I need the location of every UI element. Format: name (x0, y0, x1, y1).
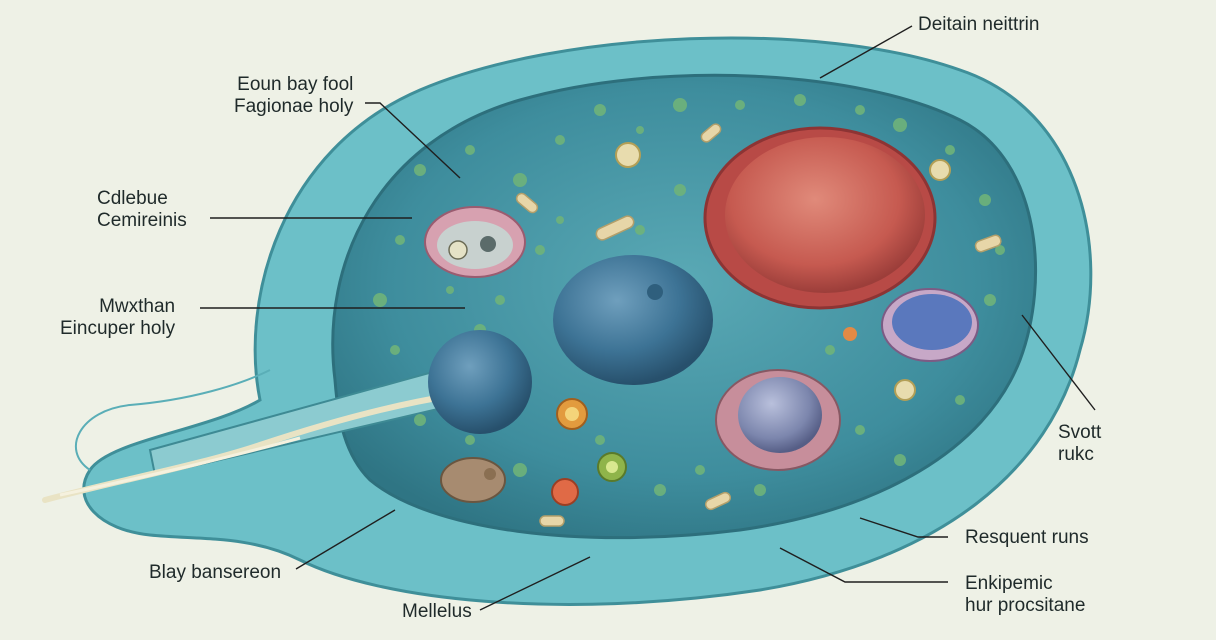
label-line: Deitain neittrin (918, 14, 1040, 35)
brown-organelle (440, 457, 506, 503)
label-line: Eoun bay fool (237, 74, 354, 95)
label-line: Cemireinis (97, 210, 187, 231)
label-line: Eincuper holy (60, 318, 176, 339)
leader-line-upper-left (365, 102, 461, 179)
label-bottom-center: Mellelus (402, 601, 472, 623)
label-line: Mellelus (402, 601, 472, 622)
label-line: Blay bansereon (149, 562, 282, 583)
cytoplasm-granules (373, 94, 1005, 496)
ringed-organelle (715, 369, 841, 471)
leader-line-bottom-center (479, 556, 591, 611)
label-line: Fagionae holy (234, 96, 354, 117)
label-line: hur procsitane (965, 595, 1086, 616)
leader-line-bottom-left (295, 509, 396, 570)
ring-granules (551, 142, 951, 506)
leader-line-right-mid (1021, 314, 1096, 411)
label-bottom-right-1: Resquent runs (965, 527, 1089, 549)
contractile-vacuole (428, 330, 532, 434)
label-left-2: Mwxthan Eincuper holy (60, 296, 175, 340)
blue-lobed-organelle (881, 288, 979, 362)
label-upper-left: Eoun bay fool Fagionae holy (234, 74, 353, 118)
label-right-mid: Svott rukc (1058, 422, 1101, 466)
label-line: Cdlebue (97, 188, 168, 209)
nucleus (703, 126, 937, 310)
label-line: Enkipemic (965, 573, 1053, 594)
label-bottom-left: Blay bansereon (149, 562, 281, 584)
rod-granules (515, 123, 1002, 527)
label-line: Resquent runs (965, 527, 1089, 548)
label-line: Mwxthan (99, 296, 176, 317)
leader-line-bottom-right-2 (779, 547, 948, 583)
leader-lines (200, 25, 1096, 611)
leader-line-top-right (819, 25, 913, 79)
leader-line-bottom-right-1 (859, 517, 948, 538)
label-bottom-right-2: Enkipemic hur procsitane (965, 573, 1085, 617)
label-line: rukc (1058, 444, 1094, 465)
label-line: Svott (1058, 422, 1102, 443)
central-vacuole (553, 255, 713, 385)
pink-organelle (424, 206, 526, 278)
label-top-right: Deitain neittrin (918, 14, 1039, 36)
label-left-1: Cdlebue Cemireinis (97, 188, 187, 232)
